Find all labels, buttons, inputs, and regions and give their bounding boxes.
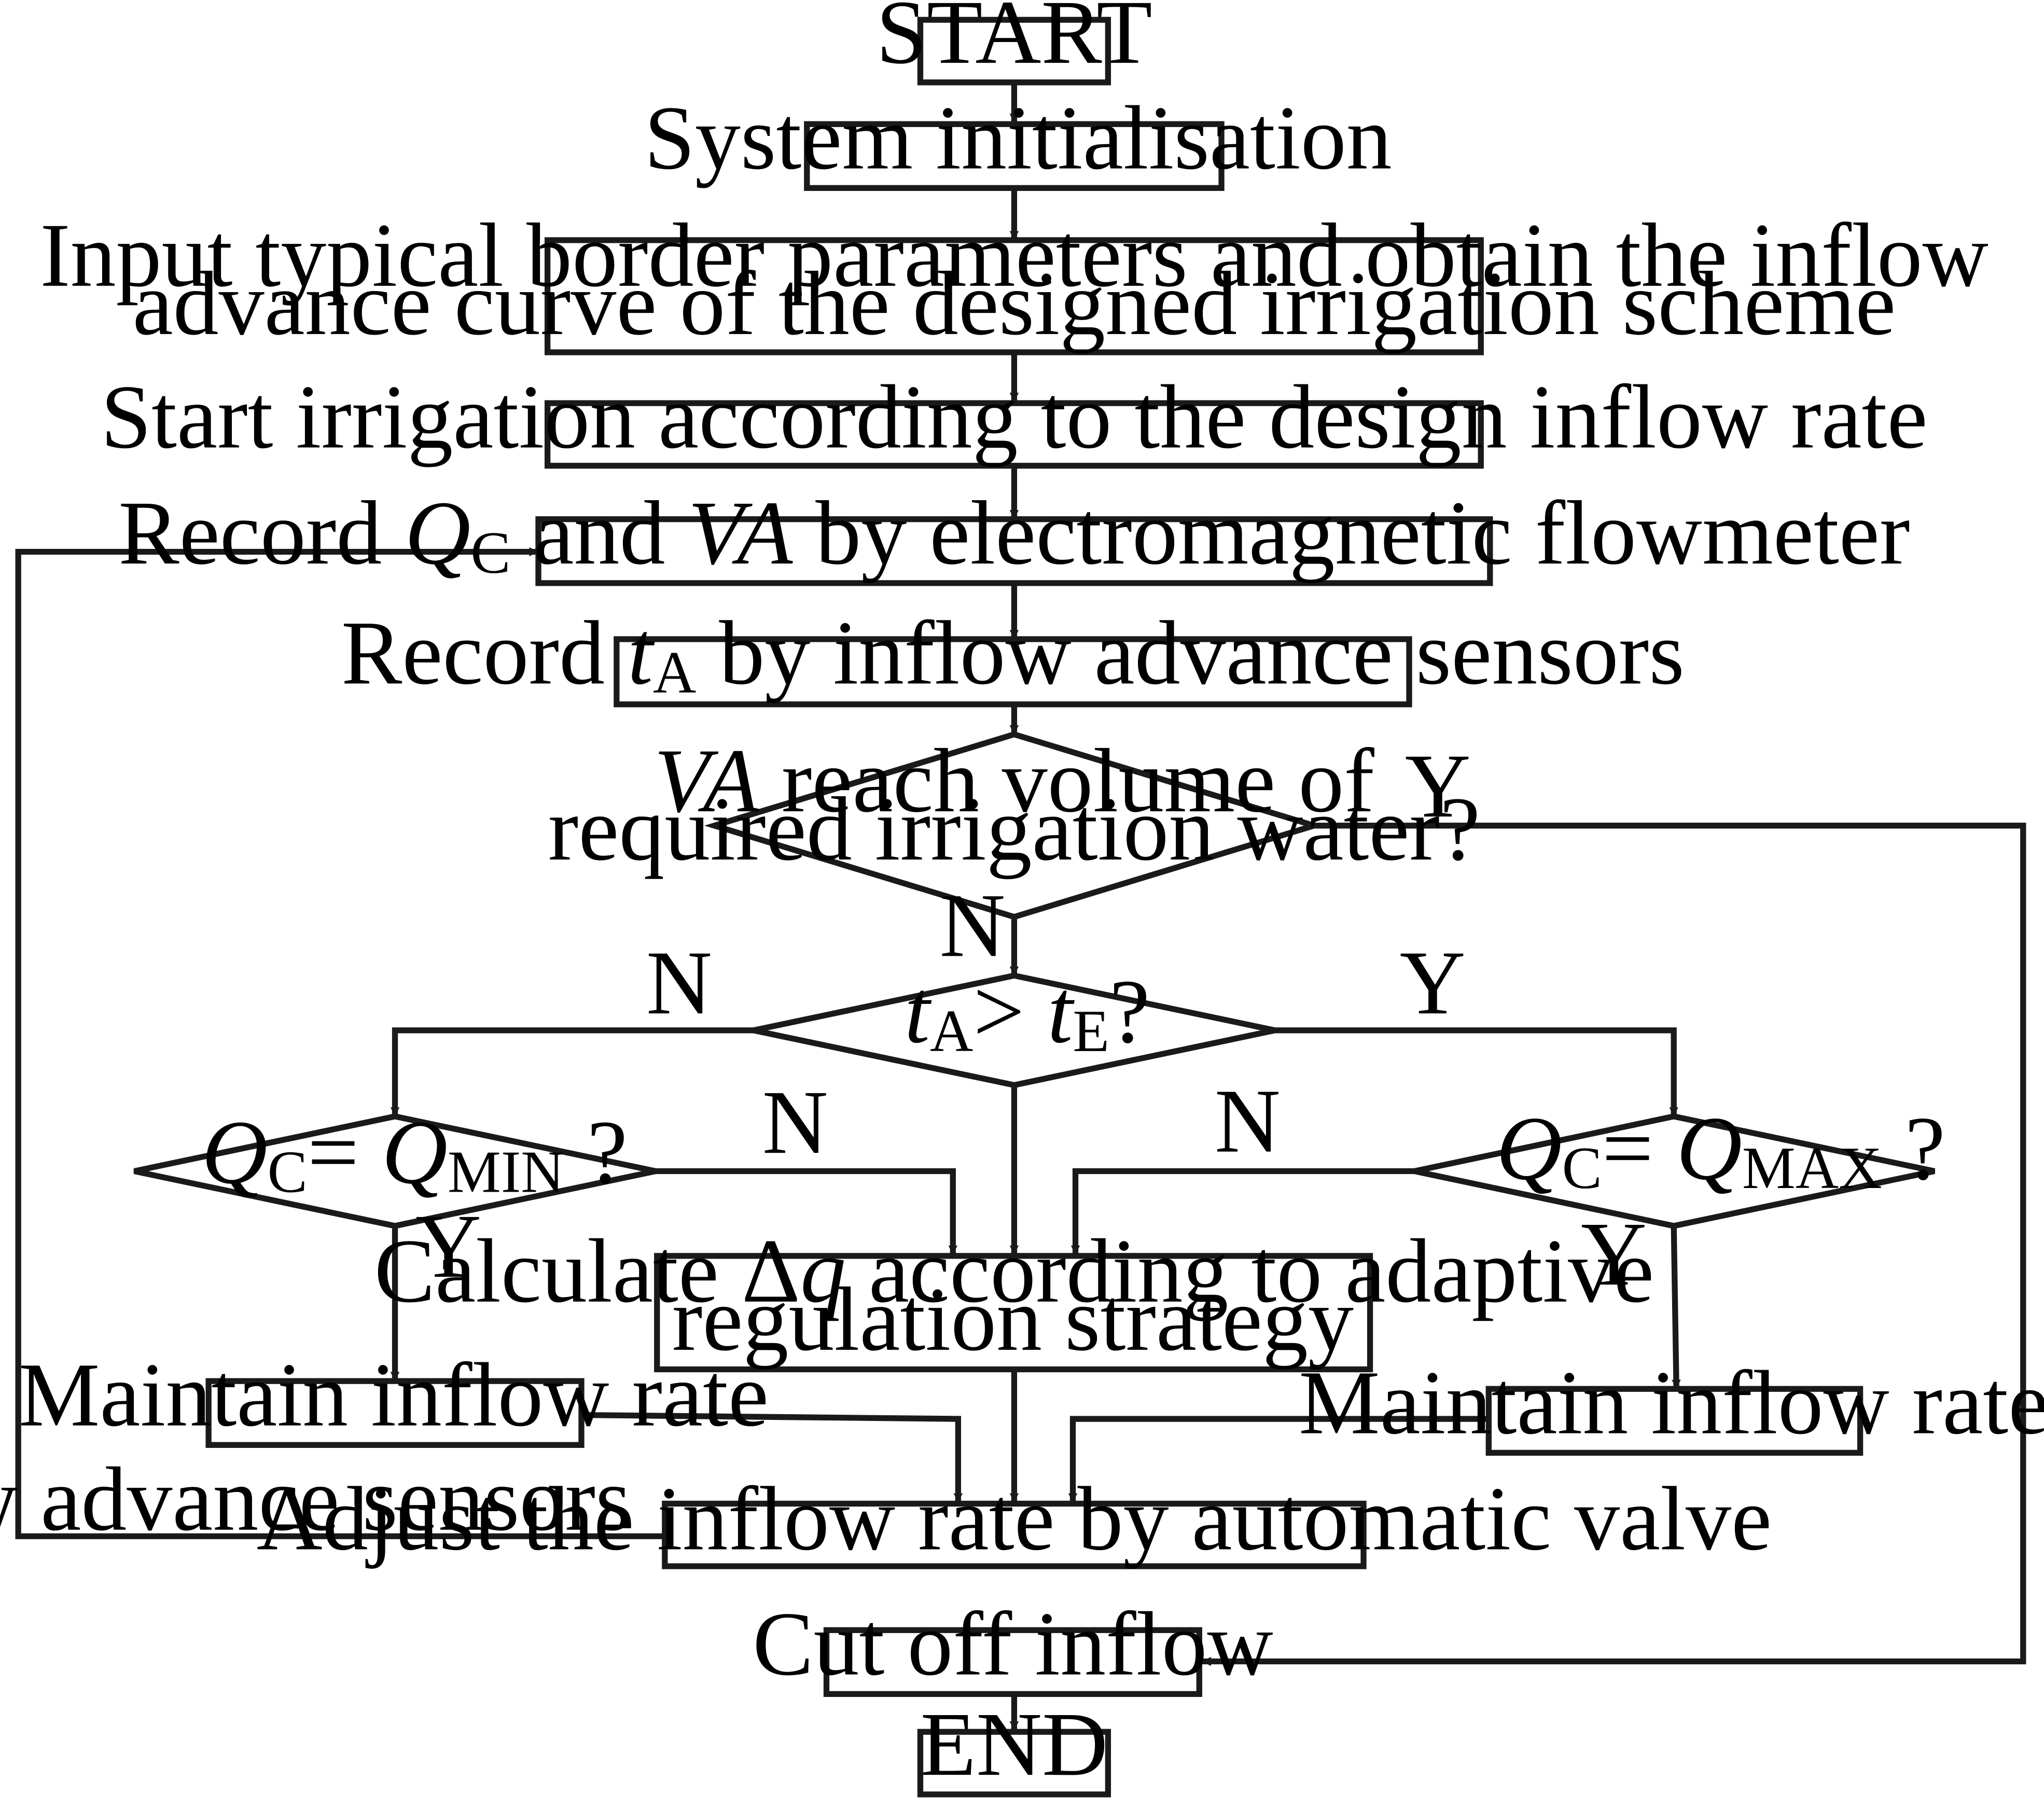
start-node: START <box>876 0 1152 86</box>
arrow-qmax-yes-to-maintain <box>1671 1225 1681 1389</box>
adjust-box <box>662 1500 1367 1569</box>
start-label: START <box>876 0 1152 83</box>
init-label: System initialisation <box>644 88 1392 189</box>
record-qc-label: Record QC and VA by electromagnetic flow… <box>118 482 1910 586</box>
adjust-label: Adjust the inflow rate by automatic valv… <box>257 1468 1772 1569</box>
maintain-left-node: Maintain inflow rate <box>19 1345 769 1448</box>
maintain-left-label: Maintain inflow rate <box>19 1345 769 1446</box>
decision-va-node: VA reach volume of required irrigation w… <box>548 730 1480 920</box>
start-irrigation-node: Start irrigation according to the design… <box>101 367 1928 469</box>
start-irrigation-box <box>544 400 1484 469</box>
calculate-label-line1: Calculate Δq according to adaptive <box>374 1221 1654 1322</box>
decision-va-label-line2: required irrigation water? <box>548 779 1480 880</box>
arrow-qmin-no-to-calculate <box>656 1168 958 1255</box>
next-set-label: Next set of inflow advance sensors <box>0 1449 631 1550</box>
decision-qmax-label: QC= QMAX ? <box>1496 1098 1945 1202</box>
init-node: System initialisation <box>644 88 1392 191</box>
connectors <box>15 82 2026 1731</box>
arrow-qmax-no-to-calculate <box>1070 1168 1415 1255</box>
decision-qmin-label: QC= QMIN ? <box>202 1102 628 1206</box>
input-box <box>544 237 1484 355</box>
decision-ta-diamond <box>753 972 1276 1088</box>
cut-off-node: Cut off inflow <box>753 1594 1273 1697</box>
maintain-right-label: Maintain inflow rate <box>1299 1352 2044 1454</box>
record-qc-node: Record QC and VA by electromagnetic flow… <box>118 482 1910 586</box>
arrow-decision-ta-yes <box>1275 1027 1678 1116</box>
edge-label-ta-no: N <box>646 932 712 1033</box>
decision-qmin-node: QC= QMIN ? <box>133 1102 657 1229</box>
decision-qmax-diamond <box>1413 1113 1936 1229</box>
arrow-decision-va-yes-to-cut-off <box>1202 822 2026 1666</box>
record-ta-box <box>614 636 1412 708</box>
cut-off-box <box>823 1627 1202 1697</box>
edge-label-va-no: N <box>939 875 1005 976</box>
maintain-left-box <box>205 1378 585 1448</box>
end-label: END <box>921 1694 1108 1795</box>
maintain-right-node: Maintain inflow rate <box>1299 1352 2044 1456</box>
edge-label-qmin-no: N <box>762 1072 828 1173</box>
edge-label-ta-yes: Y <box>1400 932 1466 1033</box>
edge-label-qmax-no: N <box>1215 1071 1281 1172</box>
decision-va-label-line1: VA reach volume of <box>654 730 1374 832</box>
input-label-line1: Input typical border parameters and obta… <box>40 205 1989 306</box>
decision-va-diamond <box>704 731 1324 920</box>
init-box <box>804 121 1225 191</box>
adjust-node: Adjust the inflow rate by automatic valv… <box>257 1468 1772 1569</box>
maintain-right-box <box>1485 1386 1864 1456</box>
decision-ta-label: tA> tE? <box>905 961 1150 1065</box>
arrow-decision-ta-no <box>390 1027 754 1116</box>
cut-off-label: Cut off inflow <box>753 1594 1273 1695</box>
arrow-loop-next-set <box>15 547 665 1539</box>
edge-label-qmax-yes: Y <box>1581 1204 1647 1305</box>
start-irrigation-label: Start irrigation according to the design… <box>101 367 1927 468</box>
arrow-maintain-left-to-adjust <box>581 1412 963 1502</box>
edge-label-va-yes: Y <box>1405 736 1471 837</box>
edge-labels: Y N N Y N Y N Y <box>415 736 1647 1305</box>
record-ta-node: Record tA by inflow advance sensors <box>341 602 1685 708</box>
arrow-maintain-right-to-adjust <box>1068 1416 1489 1502</box>
start-box <box>917 17 1111 86</box>
record-ta-label: Record tA by inflow advance sensors <box>341 602 1685 706</box>
calculate-box <box>654 1253 1373 1373</box>
decision-qmin-diamond <box>133 1113 657 1229</box>
input-label-line2: advance curve of the designed irrigation… <box>133 253 1896 354</box>
calculate-node: Calculate Δq according to adaptive regul… <box>374 1221 1654 1373</box>
end-node: END <box>917 1694 1111 1798</box>
calculate-label-line2: regulation strategy <box>672 1269 1354 1370</box>
input-node: Input typical border parameters and obta… <box>40 205 1989 355</box>
decision-ta-node: tA> tE? <box>753 961 1276 1088</box>
edge-label-qmin-yes: Y <box>415 1196 481 1297</box>
end-box <box>917 1729 1111 1798</box>
decision-qmax-node: QC= QMAX ? <box>1413 1098 1945 1229</box>
record-qc-box <box>535 516 1493 586</box>
